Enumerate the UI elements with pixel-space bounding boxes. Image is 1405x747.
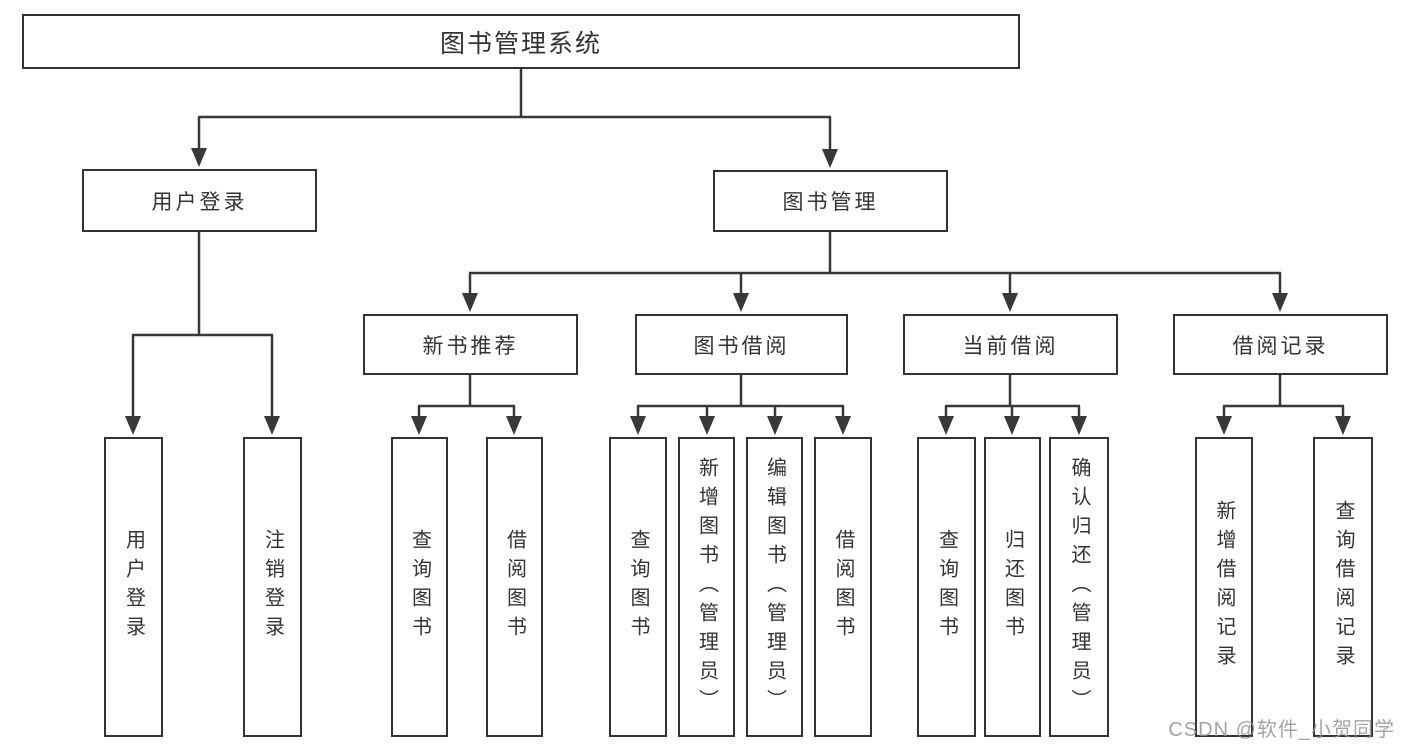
node-label: 图书管理系统: [439, 29, 602, 58]
node-label: 新书推荐: [422, 334, 519, 358]
node-label: 借阅图书: [832, 529, 854, 645]
node-label: 用户登录: [151, 190, 248, 214]
node-label: 查询图书: [408, 529, 431, 645]
node-label: 借阅图书: [503, 529, 526, 645]
leaf-recommend-borrow-book: 借阅图书: [486, 437, 543, 737]
node-label: 新增借阅记录: [1213, 500, 1235, 674]
node-label: 注销登录: [261, 529, 284, 645]
leaf-borrow-add-book-admin: 新增图书（管理员）: [678, 437, 735, 737]
node-current-borrow: 当前借阅: [903, 314, 1118, 375]
node-book-management: 图书管理: [713, 170, 948, 232]
node-label: 查询图书: [935, 529, 958, 645]
node-label: 查询借阅记录: [1332, 500, 1354, 674]
node-label: 用户登录: [122, 529, 145, 645]
node-label: 图书借阅: [693, 334, 790, 358]
node-user-login: 用户登录: [82, 169, 317, 232]
node-label: 确认归还（管理员）: [1068, 456, 1090, 718]
leaf-borrow-borrow-book: 借阅图书: [814, 437, 872, 737]
leaf-borrow-edit-book-admin: 编辑图书（管理员）: [746, 437, 803, 737]
node-label: 图书管理: [782, 191, 879, 214]
node-borrow-records: 借阅记录: [1173, 314, 1388, 375]
node-label: 归还图书: [1001, 529, 1024, 645]
leaf-login-user-login: 用户登录: [104, 437, 163, 737]
leaf-records-add-record: 新增借阅记录: [1195, 437, 1253, 737]
csdn-watermark: CSDN @软件_小贺同学: [1168, 719, 1395, 741]
node-book-borrow: 图书借阅: [635, 314, 848, 375]
node-label: 新增图书（管理员）: [695, 456, 718, 718]
node-label: 当前借阅: [962, 334, 1059, 358]
node-label: 借阅记录: [1232, 334, 1329, 358]
leaf-current-return-book: 归还图书: [984, 437, 1041, 737]
leaf-borrow-query-book: 查询图书: [609, 437, 667, 737]
node-label: 编辑图书（管理员）: [763, 456, 786, 718]
leaf-current-confirm-return-admin: 确认归还（管理员）: [1049, 437, 1109, 737]
node-root: 图书管理系统: [22, 14, 1020, 69]
leaf-recommend-query-book: 查询图书: [391, 437, 448, 737]
leaf-records-query-record: 查询借阅记录: [1313, 437, 1373, 737]
leaf-login-logout: 注销登录: [243, 437, 302, 737]
node-label: 查询图书: [627, 529, 649, 645]
node-new-book-recommend: 新书推荐: [363, 314, 578, 375]
leaf-current-query-book: 查询图书: [917, 437, 976, 737]
